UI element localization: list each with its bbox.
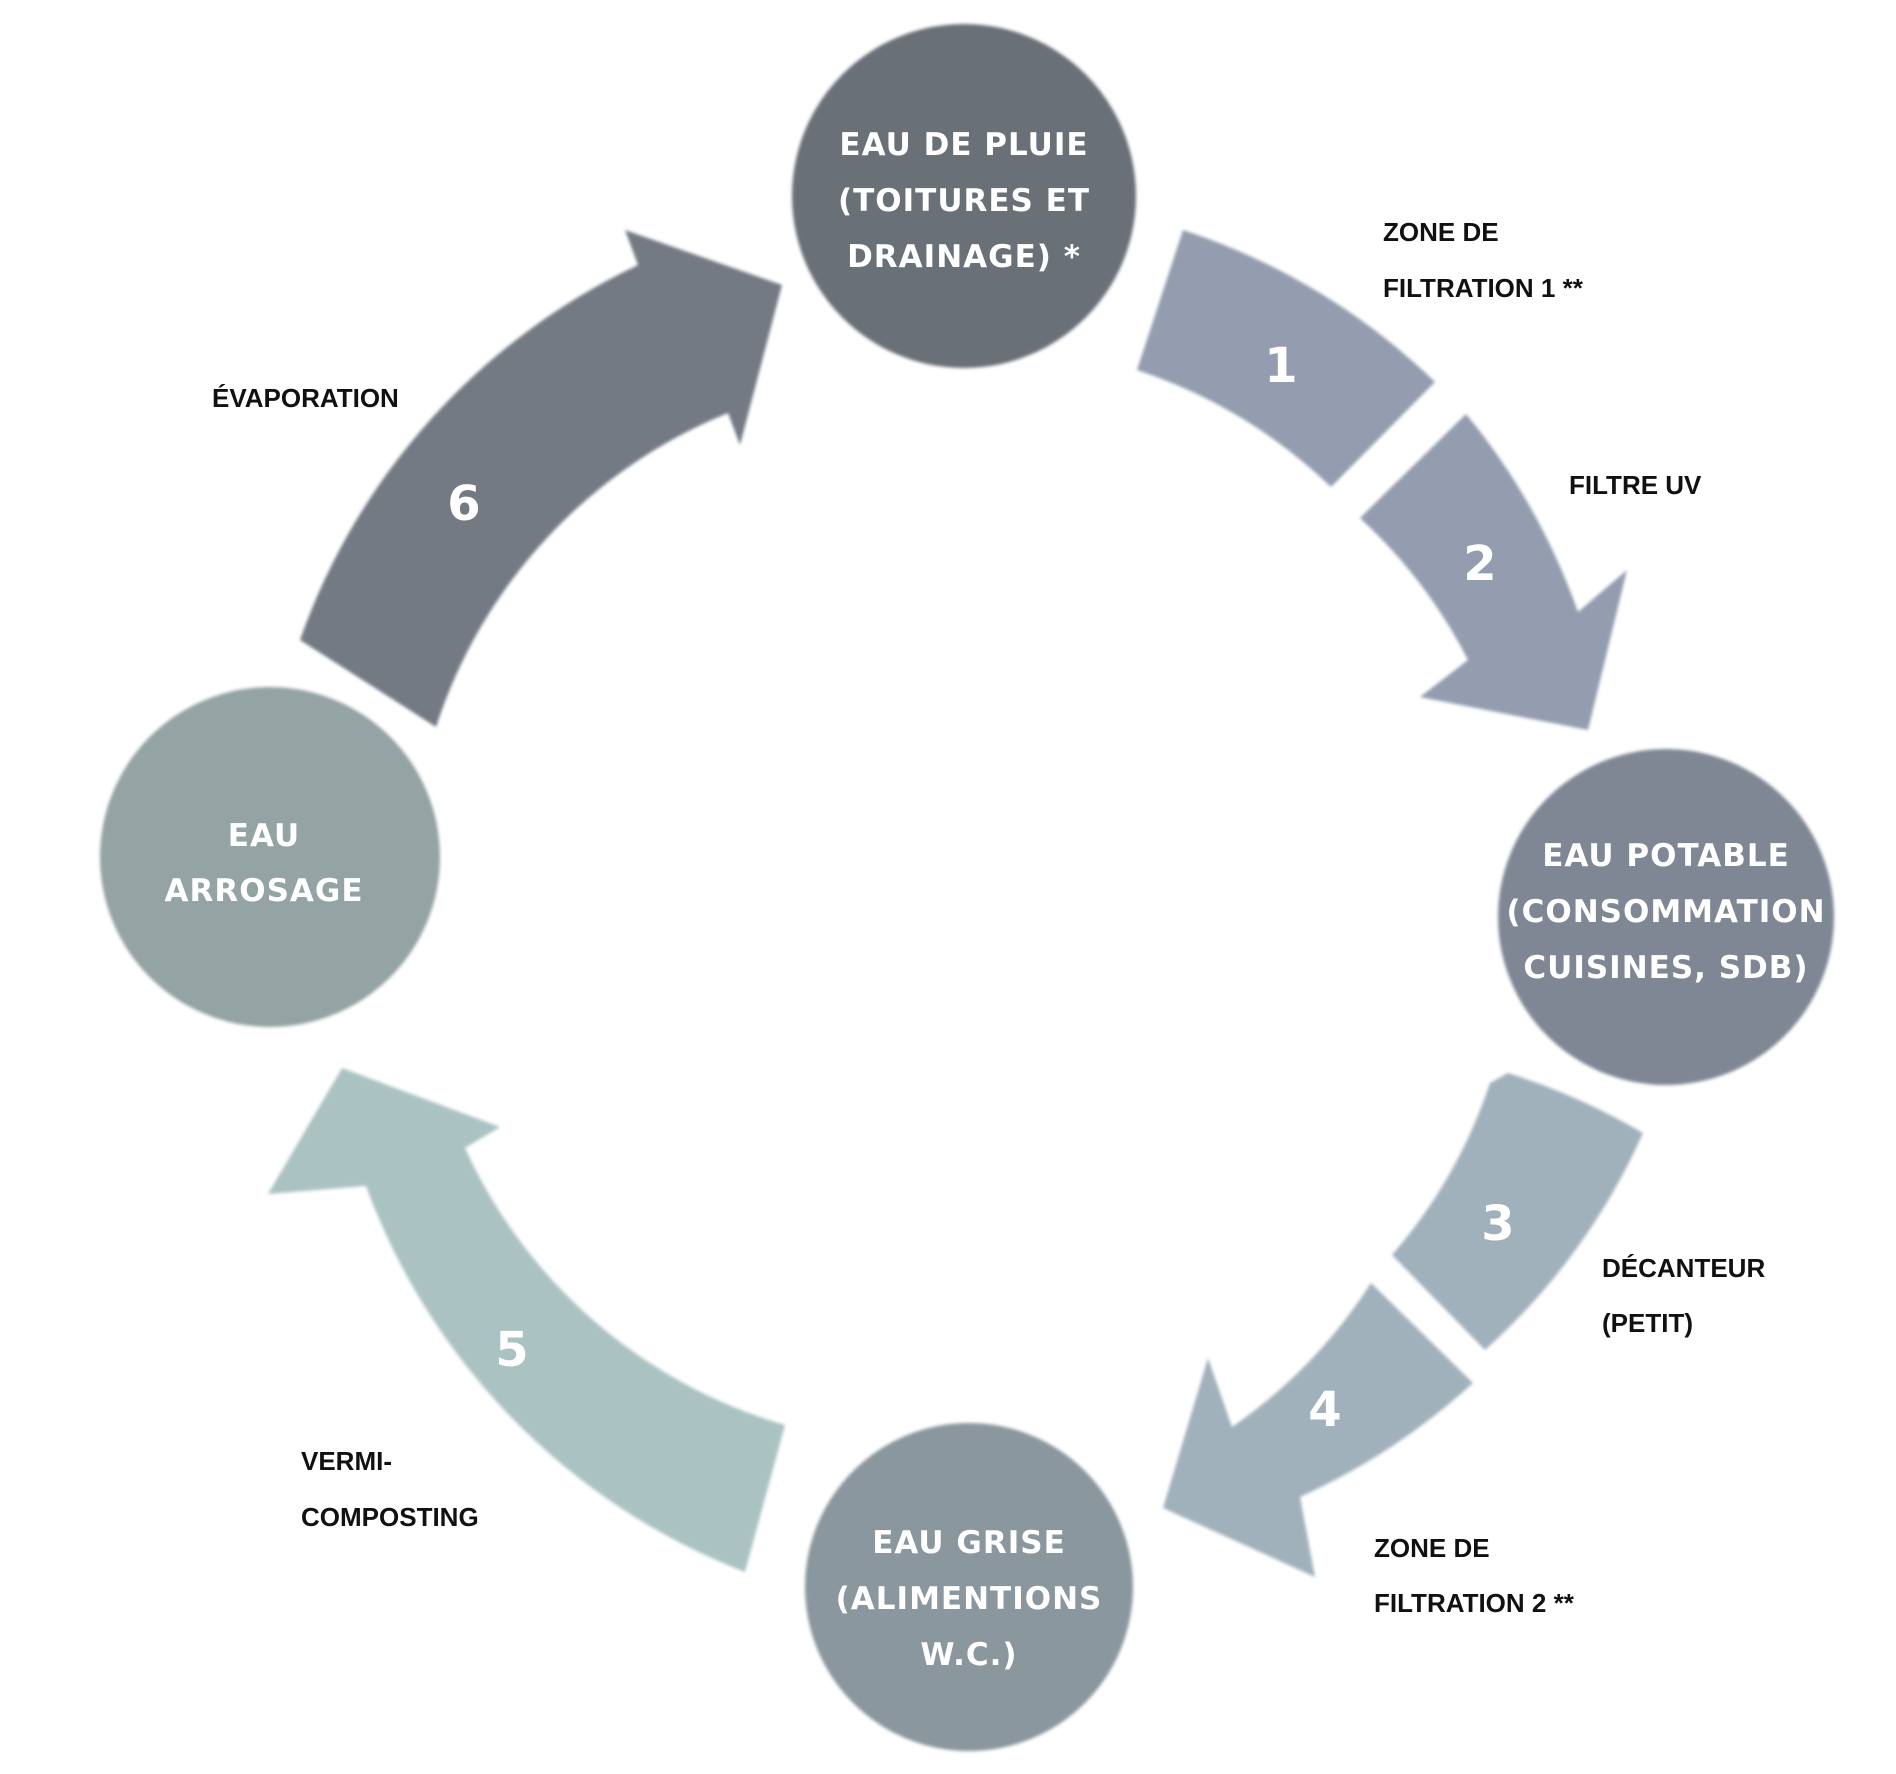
node-irrigation-line-2: ARROSAGE (164, 873, 363, 909)
step-number-4: 4 (1308, 1382, 1341, 1438)
node-potable-line-2: (CONSOMMATION (1506, 894, 1825, 930)
node-irrigation-circle (100, 687, 440, 1027)
node-labels: EAU DE PLUIE (TOITURES ET DRAINAGE) * EA… (164, 127, 1825, 1673)
arrow-step-2 (1360, 414, 1627, 730)
node-irrigation-line-1: EAU (228, 818, 300, 854)
cycle-arrows (268, 230, 1643, 1577)
cycle-nodes (100, 24, 1834, 1751)
step-4-label-line-1: ZONE DE (1374, 1533, 1490, 1563)
step-number-2: 2 (1463, 536, 1496, 592)
node-grey-line-3: W.C.) (920, 1637, 1017, 1673)
step-3-label-line-2: (PETIT) (1602, 1308, 1693, 1338)
node-grey-line-1: EAU GRISE (872, 1525, 1066, 1561)
arrow-step-1 (1137, 230, 1435, 487)
step-2-label-line-1: FILTRE UV (1569, 470, 1702, 500)
arrow-step-4 (1163, 1283, 1473, 1577)
step-4-label-line-2: FILTRATION 2 ** (1374, 1588, 1575, 1618)
node-rain-line-3: DRAINAGE) * (847, 239, 1081, 275)
step-number-6: 6 (447, 476, 480, 532)
step-1-label-line-1: ZONE DE (1383, 217, 1499, 247)
node-rain-circle (792, 24, 1136, 368)
node-grey-line-2: (ALIMENTIONS (836, 1581, 1103, 1617)
step-3-label-line-1: DÉCANTEUR (1602, 1253, 1765, 1283)
step-1-label-line-2: FILTRATION 1 ** (1383, 273, 1584, 303)
node-potable-line-1: EAU POTABLE (1542, 838, 1790, 874)
node-potable-line-3: CUISINES, SDB) (1523, 950, 1808, 986)
step-5-label-line-2: COMPOSTING (301, 1502, 479, 1532)
step-number-3: 3 (1481, 1196, 1514, 1252)
node-rain-line-2: (TOITURES ET (838, 183, 1090, 219)
step-numbers: 1 2 3 4 5 6 (447, 338, 1514, 1438)
step-number-1: 1 (1264, 338, 1297, 394)
node-grey-circle (805, 1423, 1133, 1751)
step-number-5: 5 (495, 1322, 528, 1378)
arrow-step-5 (268, 1068, 785, 1572)
node-rain-line-1: EAU DE PLUIE (839, 127, 1088, 163)
arrow-step-6 (300, 230, 782, 727)
step-6-label-line-1: ÉVAPORATION (212, 383, 399, 413)
arrow-step-3 (1392, 1073, 1643, 1350)
node-potable-circle (1498, 749, 1834, 1085)
step-labels: ZONE DE FILTRATION 1 ** FILTRE UV DÉCANT… (212, 217, 1765, 1618)
step-5-label-line-1: VERMI- (301, 1446, 392, 1476)
